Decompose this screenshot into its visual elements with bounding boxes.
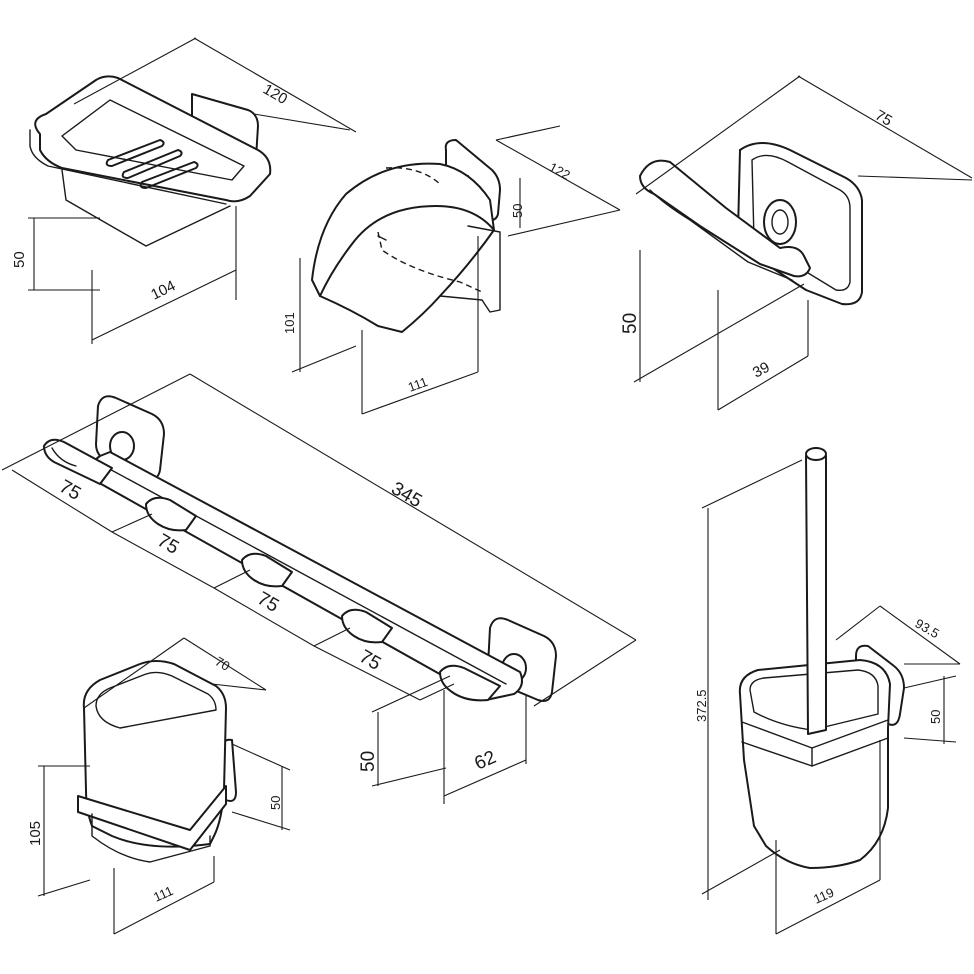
hook-rail-spacing-2: 75 [154,530,183,559]
tumbler-height-label: 105 [27,821,44,846]
paper-holder-plate-label: 50 [510,204,525,218]
hook [639,142,863,306]
soap-dish-drawing: 120 50 104 [11,37,357,344]
hook-rail [43,395,557,702]
paper-holder [311,139,501,333]
hook-depth-label: 39 [750,359,773,382]
toilet-brush-depth-label: 119 [811,885,836,907]
hook-height-label: 50 [620,313,641,334]
paper-holder-height-label: 101 [282,312,297,334]
tumbler-plate-label: 50 [268,796,283,810]
toilet-brush-width-label: 93.5 [913,616,942,642]
hook-rail-depth-label: 62 [471,747,499,775]
toilet-brush-height-label: 372.5 [694,689,709,722]
tumbler-depth-label: 111 [151,883,175,905]
hook-width-label: 75 [872,107,895,130]
paper-holder-width-label: 122 [547,159,573,182]
paper-holder-depth-label: 111 [406,374,430,395]
hook-rail-spacing-3: 75 [254,588,283,617]
hook-rail-spacing-4: 75 [356,646,385,675]
paper-holder-drawing: 122 50 101 111 [282,125,621,415]
hook-rail-height-label: 50 [358,751,379,772]
toilet-brush-drawing: 372.5 93.5 50 119 [694,447,961,935]
hook-rail-length-label: 345 [388,478,426,512]
tumbler-drawing: 70 50 105 111 [27,637,291,935]
soap-dish-width-label: 120 [260,81,290,108]
hook-rail-spacing-1: 75 [56,476,85,505]
tumbler-width-label: 70 [213,654,233,674]
tumbler [77,660,237,863]
hook-drawing: 75 50 39 [620,75,973,411]
toilet-brush [738,447,905,869]
soap-dish-height-label: 50 [11,251,28,268]
toilet-brush-plate-label: 50 [928,710,943,724]
soap-dish [29,75,272,247]
